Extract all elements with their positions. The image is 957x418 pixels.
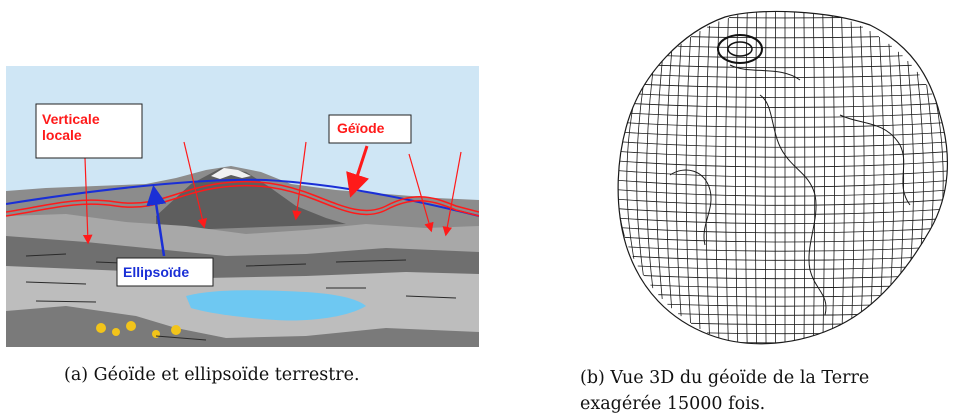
wireframe-outline	[617, 10, 949, 345]
grid-meridian	[665, 51, 673, 309]
grid-meridian	[675, 43, 682, 317]
ellipsoid-curve	[6, 178, 479, 217]
grid-meridian	[803, 11, 806, 344]
grid-meridian	[812, 11, 816, 344]
wireframe-grid	[618, 11, 948, 344]
ellipsoid-pointer	[146, 185, 167, 257]
grid-meridian	[626, 101, 635, 259]
grid-meridian	[715, 21, 720, 339]
vertical-arrows	[82, 141, 462, 245]
grid-meridian	[695, 31, 701, 329]
grid-meridian	[841, 17, 845, 343]
pole-cap	[717, 34, 763, 64]
grid-meridian	[764, 11, 767, 344]
ellipsoide-label-box	[116, 257, 214, 287]
grid-meridian	[745, 12, 748, 344]
grid-meridian	[636, 84, 644, 276]
grid-meridian	[822, 12, 825, 344]
geoide-label: Géïode	[337, 120, 385, 136]
geoid-3d-wireframe	[617, 10, 949, 345]
grid-meridian	[850, 21, 855, 339]
verticale-label-line1: Verticale	[42, 111, 100, 127]
continent-outlines	[669, 64, 911, 316]
geoid-ellipsoid-illustration: Verticale locale Géïode Ellipsoïde	[6, 66, 479, 347]
grid-meridian	[685, 36, 691, 324]
caption-b: (b) Vue 3D du géoïde de la Terre exagéré…	[580, 365, 869, 417]
caption-a: (a) Géoïde et ellipsoïde terrestre.	[64, 365, 360, 385]
geoide-label-box	[328, 114, 412, 144]
grid-meridian	[831, 14, 835, 344]
foreground-dark	[6, 306, 479, 347]
grid-meridian	[656, 60, 663, 300]
caption-b-line1: (b) Vue 3D du géoïde de la Terre	[580, 368, 870, 388]
verticale-label-line2: locale	[42, 127, 82, 143]
ellipsoide-label: Ellipsoïde	[123, 264, 189, 280]
grid-meridian	[725, 17, 729, 343]
grid-meridian	[879, 36, 885, 324]
grid-meridian	[869, 31, 875, 329]
grid-meridian	[860, 25, 865, 335]
geoid-pointer	[346, 145, 369, 198]
verticale-label-box	[35, 103, 143, 159]
lake	[186, 290, 366, 321]
grid-meridian	[735, 14, 739, 344]
grid-meridian	[888, 43, 895, 317]
grid-meridian	[705, 25, 710, 335]
grid-meridian	[754, 11, 758, 344]
grid-meridian	[646, 71, 654, 289]
snow-cap	[211, 168, 251, 179]
geoid-curve-inner	[6, 184, 479, 217]
caption-b-line2: exagérée 15000 fois.	[580, 394, 766, 414]
geoid-curve	[6, 180, 479, 213]
